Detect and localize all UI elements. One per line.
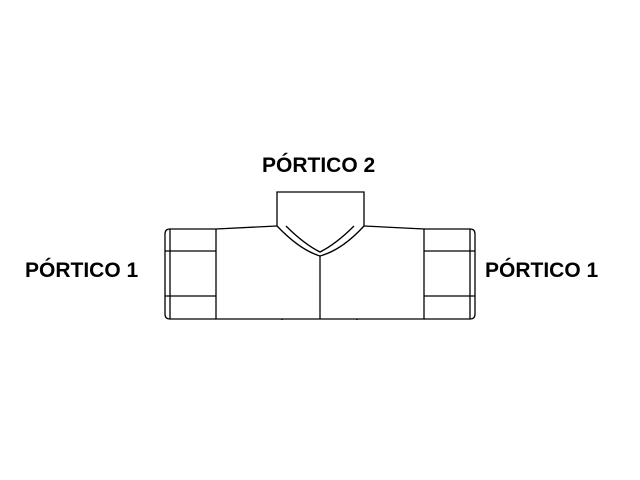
right-port-hex-end	[424, 228, 476, 320]
port-1-right-label: PÓRTICO 1	[485, 259, 599, 282]
top-branch-port	[276, 191, 365, 257]
port-2-label: PÓRTICO 2	[262, 154, 376, 177]
tee-body	[215, 225, 425, 320]
port-1-left-label: PÓRTICO 1	[25, 259, 139, 282]
left-port-hex-end	[164, 228, 216, 320]
